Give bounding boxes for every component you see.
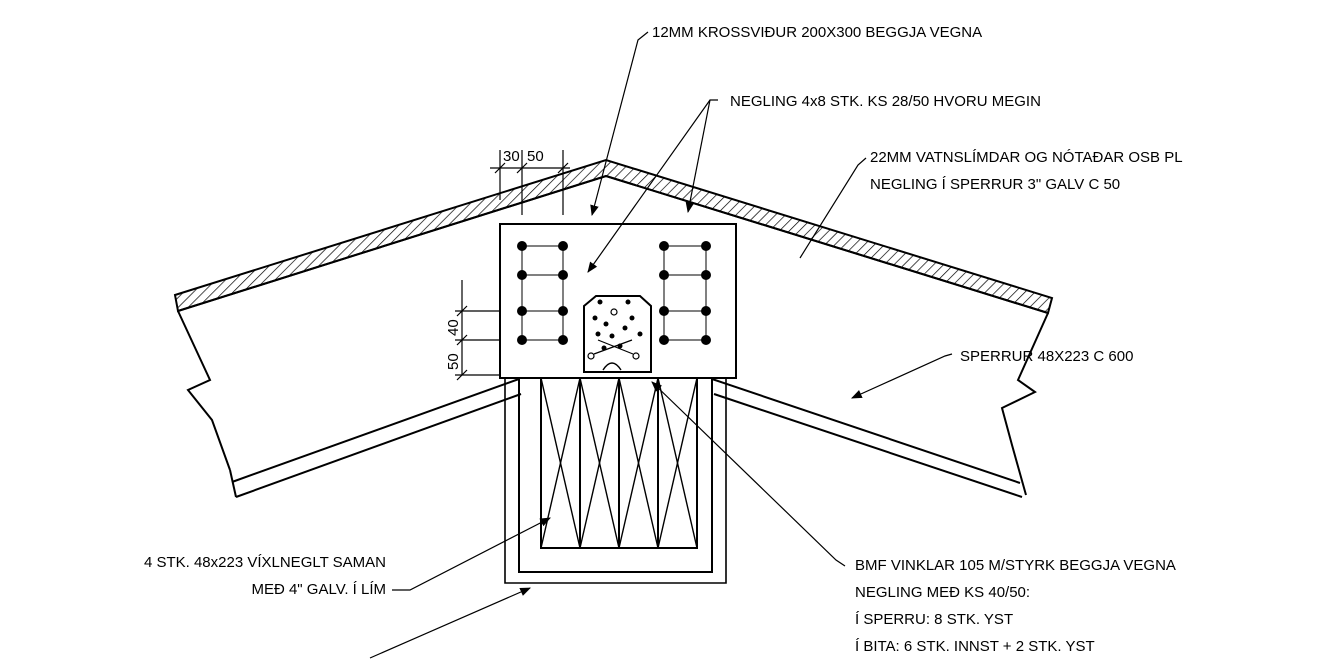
- dimension-lines: [455, 150, 570, 381]
- label-nailing: NEGLING 4x8 STK. KS 28/50 HVORU MEGIN: [730, 93, 1041, 110]
- label-plywood: 12MM KROSSVIÐUR 200X300 BEGGJA VEGNA: [652, 24, 982, 41]
- bmf-angle-bracket: [583, 295, 652, 373]
- leader-osb: [799, 157, 867, 259]
- label-rafters: SPERRUR 48X223 C 600: [960, 348, 1133, 365]
- label-bmf-line4: Í BITA: 6 STK. INNST + 2 STK. YST: [855, 638, 1095, 655]
- label-osb-line2: NEGLING Í SPERRUR 3" GALV C 50: [870, 176, 1120, 193]
- dim-top-left: 30: [503, 148, 520, 165]
- leader-plywood: [590, 31, 649, 217]
- dim-top-right: 50: [527, 148, 544, 165]
- leader-bottom: [369, 587, 531, 659]
- ridge-beam: [504, 361, 727, 584]
- dim-side-upper: 40: [445, 319, 462, 336]
- label-beam-line1: 4 STK. 48x223 VÍXLNEGLT SAMAN: [144, 554, 386, 571]
- label-bmf-line3: Í SPERRU: 8 STK. YST: [855, 611, 1013, 628]
- dim-side-lower: 50: [445, 353, 462, 370]
- leader-nailing-2: [685, 99, 711, 214]
- rafter-left: [177, 175, 607, 498]
- rafter-right: [605, 175, 1049, 498]
- leader-beam: [392, 517, 551, 591]
- leader-bmf: [651, 381, 846, 567]
- label-bmf-line1: BMF VINKLAR 105 M/STYRK BEGGJA VEGNA: [855, 557, 1176, 574]
- label-beam-line2: MEÐ 4" GALV. Í LÍM: [251, 581, 386, 598]
- label-osb-line1: 22MM VATNSLÍMDAR OG NÓTAÐAR OSB PL: [870, 149, 1183, 166]
- leader-rafters: [851, 353, 953, 399]
- label-bmf-line2: NEGLING MEÐ KS 40/50:: [855, 584, 1030, 601]
